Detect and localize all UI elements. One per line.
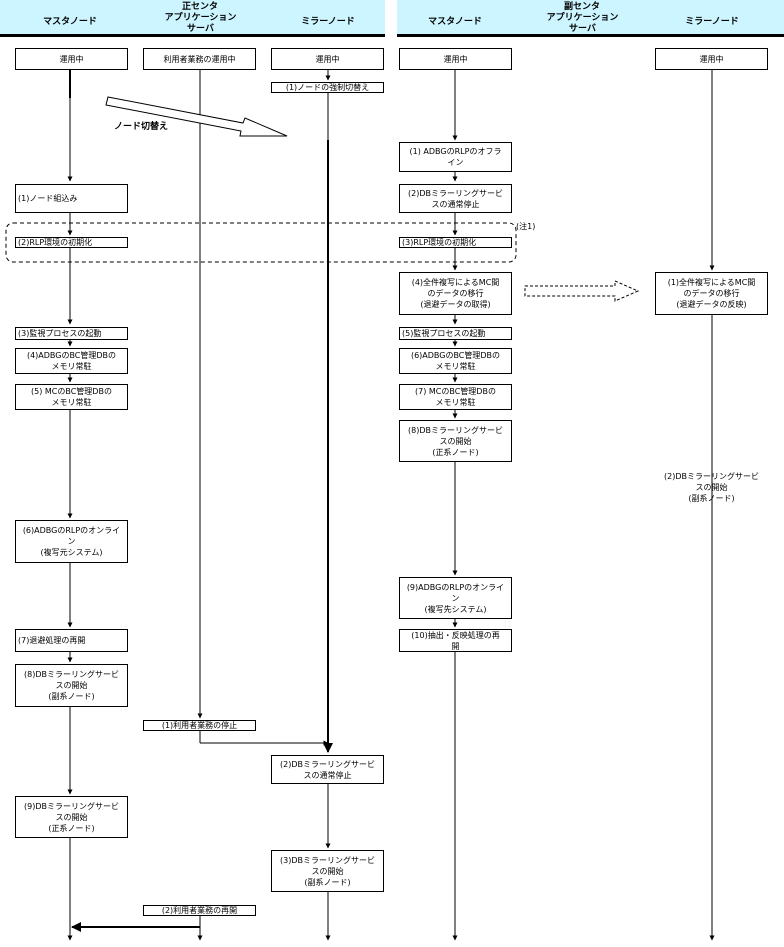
m2-rlp-init-box: (3)RLP環境の初期化 <box>399 237 512 248</box>
header-main-center: 正センタ <box>181 2 218 12</box>
r2-db-mirror-2-box: (2)DBミラーリングサービ スの開始 (副系ノード) <box>664 471 759 503</box>
m1-monitor-box: (3)監視プロセスの起動 <box>15 327 128 340</box>
a1-running-box: 利用者業務の運用中 <box>143 48 256 70</box>
r1-force-switch-box: (1)ノードの強制切替え <box>271 82 384 93</box>
m1-running-box: 運用中 <box>15 48 128 70</box>
header-mirror-node-2: ミラーノード <box>685 17 739 27</box>
r1-running-box: 運用中 <box>271 48 384 70</box>
m2-db-mirror-8-box: (8)DBミラーリングサービ スの開始 (正系ノード) <box>399 420 512 462</box>
m2-adbg-bc-box: (6)ADBGのBC管理DBの メモリ常駐 <box>399 348 512 374</box>
header-sub-center: 副センタ <box>563 2 600 12</box>
node-switch-arrow <box>105 96 288 137</box>
m1-adbg-bc-box: (4)ADBGのBC管理DBの メモリ常駐 <box>15 348 128 374</box>
r1-db-mirror-3-box: (3)DBミラーリングサービ スの開始 (副系ノード) <box>271 850 384 892</box>
m2-adbg-offline-box: (1) ADBGのRLPのオフラ イン <box>399 142 512 172</box>
header-rule-main <box>0 34 385 37</box>
node-switch-label: ノード切替え <box>114 122 169 132</box>
header-band-sub <box>397 0 784 34</box>
header-rule-sub <box>397 34 784 37</box>
header-master-node-2: マスタノード <box>428 17 482 27</box>
a1-stop-user-box: (1)利用者業務の停止 <box>143 720 256 731</box>
a1-resume-user-box: (2)利用者業務の再開 <box>143 905 256 916</box>
m2-db-normal-stop-box: (2)DBミラーリングサービ スの通常停止 <box>399 184 512 213</box>
m1-rlp-init-box: (2)RLP環境の初期化 <box>15 237 128 248</box>
m1-db-mirror-8-box: (8)DBミラーリングサービ スの開始 (副系ノード) <box>15 664 128 707</box>
header-master-node-1: マスタノード <box>43 17 97 27</box>
m2-extract-box: (10)抽出・反映処理の再 開 <box>399 629 512 652</box>
header-app-server-1: アプリケーション サーバ <box>164 13 237 34</box>
m2-monitor-box: (5)監視プロセスの起動 <box>399 327 512 340</box>
m2-full-copy-box: (4)全件複写によるMC間 のデータの移行 (退避データの取得) <box>399 272 512 315</box>
r1-db-normal-stop-box: (2)DBミラーリングサービ スの通常停止 <box>271 755 384 784</box>
header-mirror-node-1: ミラーノード <box>301 17 355 27</box>
m1-db-mirror-9-box: (9)DBミラーリングサービ スの開始 (正系ノード) <box>15 796 128 838</box>
r2-running-box: 運用中 <box>655 48 768 70</box>
m2-mc-bc-box: (7) MCのBC管理DBの メモリ常駐 <box>399 384 512 410</box>
note1-label: (注1) <box>516 222 536 231</box>
header-app-server-2: アプリケーション サーバ <box>546 13 619 34</box>
note-dashed-region <box>5 222 517 263</box>
m1-mc-bc-box: (5) MCのBC管理DBの メモリ常駐 <box>15 384 128 410</box>
m1-node-incorp-box: (1)ノード組込み <box>15 184 128 213</box>
m1-adbg-online-box: (6)ADBGのRLPのオンライ ン (複写元システム) <box>15 520 128 563</box>
header-band-main <box>0 0 385 34</box>
r2-full-copy-box: (1)全件複写によるMC間 のデータの移行 (退避データの反映) <box>655 272 768 315</box>
m1-resume-evac-box: (7)退避処理の再開 <box>15 629 128 652</box>
m2-adbg-online-box: (9)ADBGのRLPのオンライ ン (複写先システム) <box>399 577 512 619</box>
m2-running-box: 運用中 <box>399 48 512 70</box>
dashed-transfer-arrow <box>524 280 640 302</box>
